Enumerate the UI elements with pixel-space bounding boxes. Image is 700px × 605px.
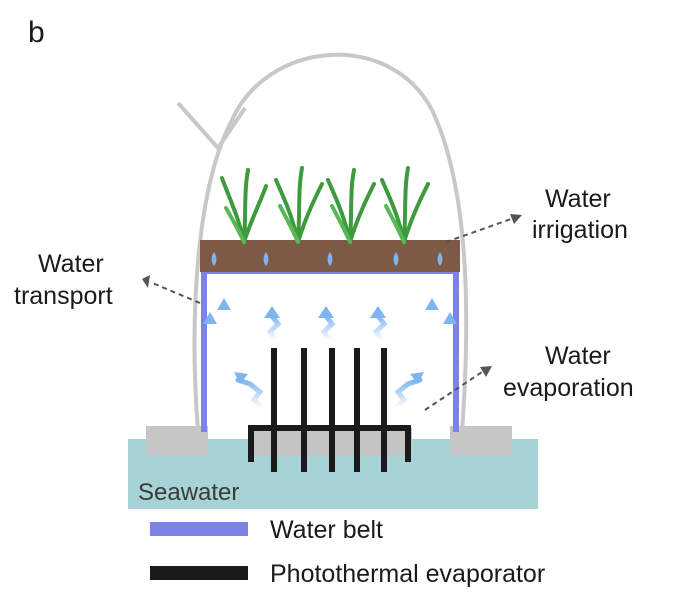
right-support-block <box>450 426 512 456</box>
plant-2 <box>274 166 324 244</box>
vapor-arrow-4 <box>372 313 388 343</box>
legend-label-evaporator: Photothermal evaporator <box>270 560 545 588</box>
irrigation-callout-line <box>445 217 515 243</box>
photothermal-evaporator <box>248 348 411 472</box>
water-evaporation-label: Water evaporation <box>503 342 634 402</box>
vapor-arrow-3 <box>320 313 336 343</box>
vapor-arrowheads <box>203 298 457 384</box>
plant-4 <box>380 166 430 244</box>
panel-label: b <box>28 16 45 49</box>
vapor-arrow-low-right <box>393 377 423 411</box>
plants <box>220 166 430 244</box>
legend-swatch-water-belt <box>150 522 248 536</box>
water-irrigation-label: Water irrigation <box>532 185 628 244</box>
vapor-arrows <box>207 305 453 411</box>
seawater-label: Seawater <box>138 479 239 506</box>
plant-3 <box>326 168 376 244</box>
legend-swatch-evaporator <box>150 566 248 580</box>
evaporation-callout-line <box>424 369 486 411</box>
transport-callout-line <box>149 281 201 304</box>
callout-arrows <box>149 217 515 411</box>
legend: Water belt Photothermal evaporator <box>150 516 545 588</box>
irrigation-droplets <box>211 252 443 266</box>
water-transport-label: Water transport <box>14 250 113 310</box>
legend-label-water-belt: Water belt <box>270 516 383 544</box>
vapor-arrow-2 <box>266 313 282 343</box>
vapor-arrow-low-left <box>235 377 265 411</box>
greenhouse-dome <box>192 52 469 433</box>
callout-arrowheads <box>142 214 522 377</box>
plant-1 <box>220 168 268 244</box>
dome-vent-flap <box>176 101 247 152</box>
